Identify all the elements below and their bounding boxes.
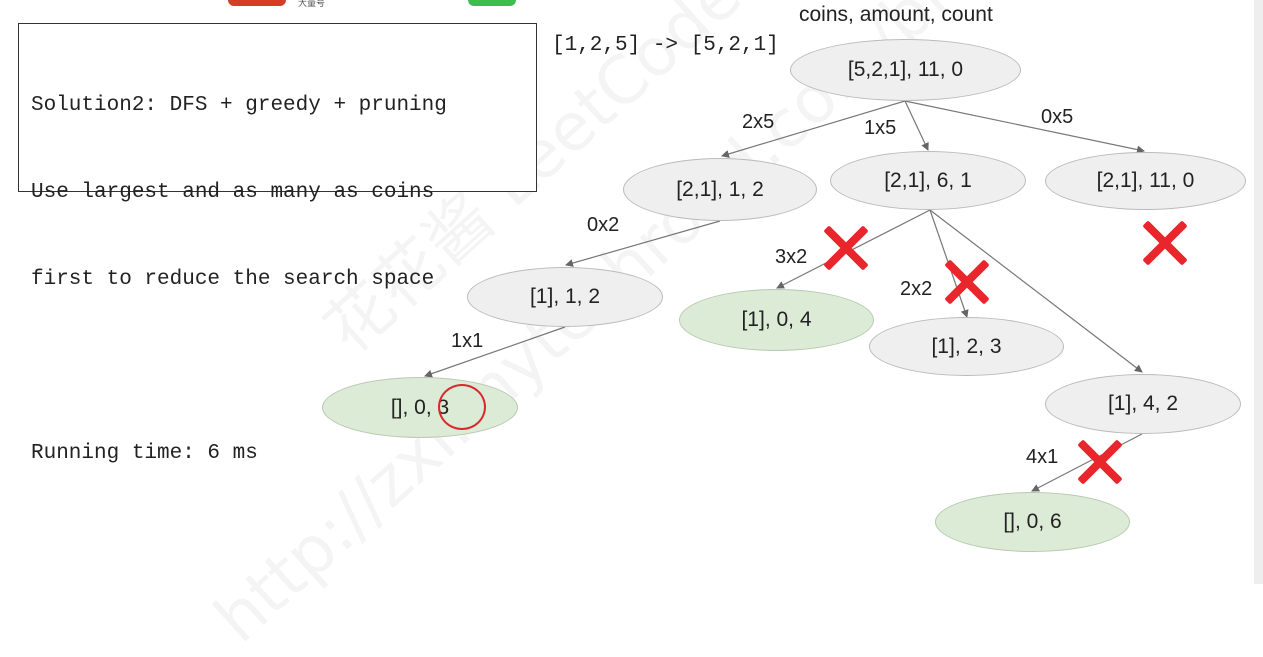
- edge-label: 0x2: [587, 214, 620, 236]
- edge-root-b: [904, 100, 929, 151]
- prune-cross-icon: [822, 224, 870, 272]
- scrollbar-track[interactable]: [1254, 0, 1263, 584]
- tree-node: [2,1], 6, 1: [830, 151, 1026, 210]
- prune-cross-icon: [943, 258, 991, 306]
- edge-root-a: [721, 100, 906, 158]
- node-format-label: coins, amount, count: [799, 3, 993, 26]
- app-logo-green: [468, 0, 516, 6]
- edge-label: 0x5: [1041, 106, 1074, 128]
- tree-node-root: [5,2,1], 11, 0: [790, 39, 1021, 101]
- tree-node: [1], 1, 2: [467, 267, 663, 327]
- edge-b-g: [929, 209, 1143, 373]
- prune-cross-icon: [1076, 438, 1124, 486]
- tree-node: [1], 2, 3: [869, 317, 1064, 376]
- solution-line: Running time: 6 ms: [31, 442, 258, 465]
- tree-node-solution: [], 0, 3: [322, 377, 518, 438]
- app-logo-red: [228, 0, 286, 6]
- edge-root-c: [904, 100, 1145, 154]
- tree-node-pruned: [2,1], 11, 0: [1045, 152, 1246, 210]
- edge-label: 3x2: [775, 246, 808, 268]
- edge-label: 1x1: [451, 330, 484, 352]
- solution-line: first to reduce the search space: [31, 268, 435, 291]
- edge-label: 4x1: [1026, 446, 1059, 468]
- edge-d-h: [424, 326, 566, 378]
- sort-note: [1,2,5] -> [5,2,1]: [552, 34, 779, 57]
- prune-cross-icon: [1141, 219, 1189, 267]
- edge-label: 2x5: [742, 111, 775, 133]
- tree-node-solution: [1], 0, 4: [679, 289, 874, 351]
- optimal-count-highlight: [438, 384, 486, 430]
- tree-node-solution: [], 0, 6: [935, 492, 1130, 552]
- edge-label: 2x2: [900, 278, 933, 300]
- edge-label: 1x5: [864, 117, 897, 139]
- tree-node: [2,1], 1, 2: [623, 158, 817, 221]
- edge-a-d: [565, 220, 721, 267]
- tree-node: [1], 4, 2: [1045, 374, 1241, 434]
- solution-line: Use largest and as many as coins: [31, 181, 435, 204]
- solution-description-box: Solution2: DFS + greedy + pruning Use la…: [18, 23, 537, 465]
- app-logo-caption: 大量号: [298, 0, 326, 9]
- solution-line: Solution2: DFS + greedy + pruning: [31, 94, 447, 117]
